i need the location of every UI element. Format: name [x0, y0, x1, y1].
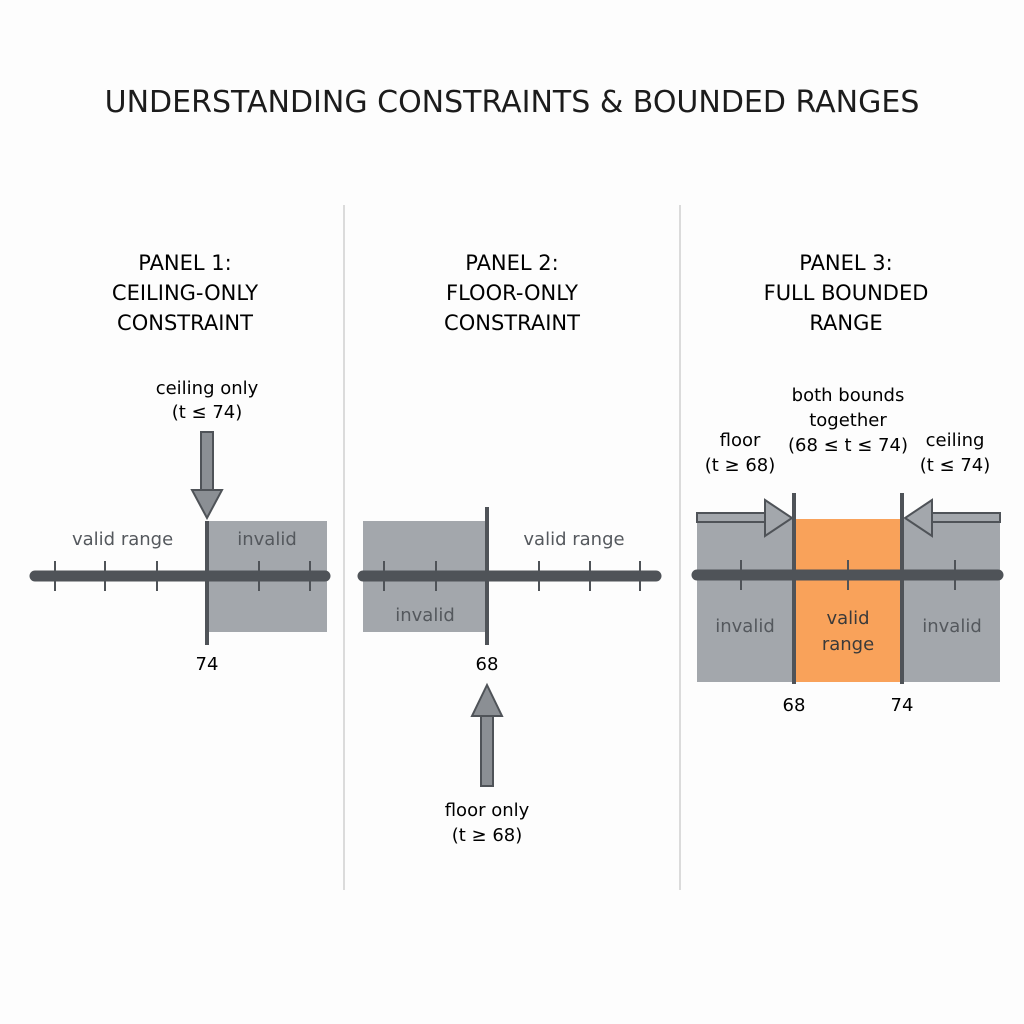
tick-marks	[383, 561, 641, 591]
invalid-left-region	[697, 519, 794, 682]
invalid-left-label: invalid	[715, 616, 775, 637]
invalid-right-label: invalid	[922, 616, 982, 637]
floor-up-arrow-icon	[470, 682, 504, 787]
tick-marks	[740, 560, 956, 590]
floor-annotation-line-2: (t ≥ 68)	[705, 455, 776, 476]
valid-label-line-1: valid	[826, 608, 869, 629]
panel-3-heading-line-2: FULL BOUNDED	[764, 281, 929, 305]
floor-annotation-line-1: floor only	[445, 800, 530, 821]
panel-2-heading-line-3: CONSTRAINT	[444, 311, 580, 335]
invalid-label: invalid	[237, 529, 297, 550]
ceiling-down-arrow-icon	[190, 431, 224, 521]
floor-right-arrow-icon	[696, 498, 794, 538]
ceiling-annotation-line-2: (t ≤ 74)	[172, 402, 243, 423]
panel-floor-only: PANEL 2: FLOOR-ONLY CONSTRAINT valid ran…	[357, 251, 662, 846]
ceiling-left-arrow-icon	[903, 498, 1001, 538]
panel-3-heading-line-1: PANEL 3:	[799, 251, 892, 275]
panel-ceiling-only: PANEL 1: CEILING-ONLY CONSTRAINT ceiling…	[29, 251, 331, 675]
panel-1-heading-line-3: CONSTRAINT	[117, 311, 253, 335]
panel-2-heading-line-2: FLOOR-ONLY	[446, 281, 578, 305]
floor-bound-label: 68	[783, 695, 806, 716]
invalid-right-region	[902, 519, 1000, 682]
valid-range-label: valid range	[523, 529, 624, 550]
panel-1-heading-line-2: CEILING-ONLY	[112, 281, 258, 305]
tick-marks	[54, 561, 311, 591]
both-bounds-line-3: (68 ≤ t ≤ 74)	[788, 435, 908, 456]
panel-3-heading-line-3: RANGE	[809, 311, 882, 335]
ceiling-annotation-line-2: (t ≤ 74)	[920, 455, 991, 476]
panel-full-bounded: PANEL 3: FULL BOUNDED RANGE both bounds …	[691, 251, 1004, 716]
valid-label-line-2: range	[822, 634, 874, 655]
panel-2-heading-line-1: PANEL 2:	[465, 251, 558, 275]
panel-1-heading-line-1: PANEL 1:	[138, 251, 231, 275]
ceiling-annotation-line-1: ceiling	[926, 430, 985, 451]
page-title: UNDERSTANDING CONSTRAINTS & BOUNDED RANG…	[105, 85, 920, 120]
valid-region	[794, 519, 902, 682]
both-bounds-line-1: both bounds	[792, 385, 905, 406]
floor-annotation-line-1: floor	[720, 430, 761, 451]
ceiling-annotation-line-1: ceiling only	[156, 378, 259, 399]
floor-annotation-line-2: (t ≥ 68)	[452, 825, 523, 846]
invalid-label: invalid	[395, 605, 455, 626]
valid-range-label: valid range	[72, 529, 173, 550]
ceiling-bound-label: 74	[196, 654, 219, 675]
both-bounds-line-2: together	[809, 410, 887, 431]
floor-bound-label: 68	[476, 654, 499, 675]
ceiling-bound-label: 74	[891, 695, 914, 716]
